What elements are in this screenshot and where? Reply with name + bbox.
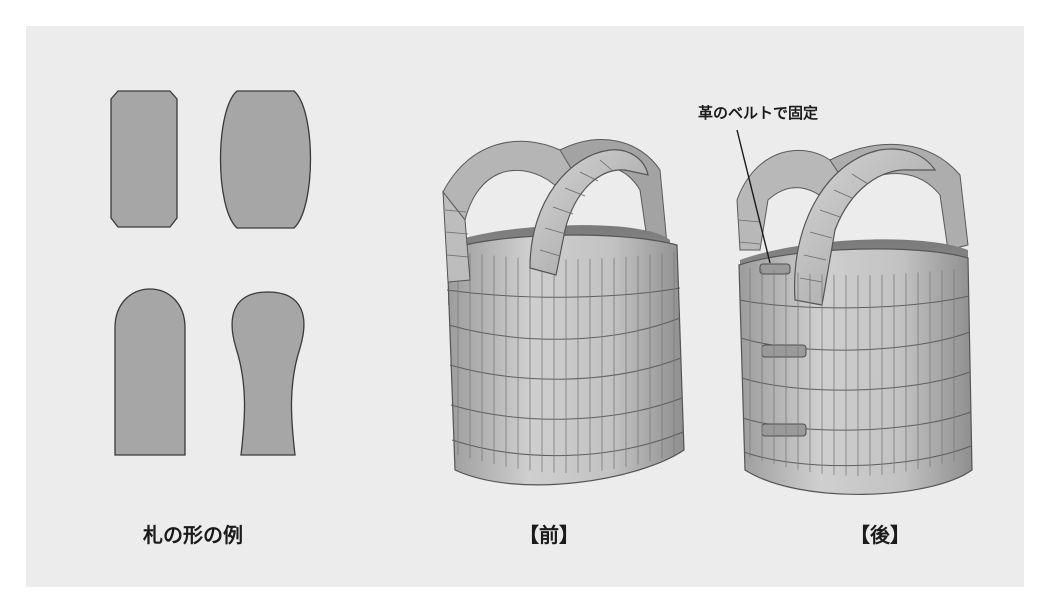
front-view-near-strap bbox=[529, 149, 649, 276]
armor-front-view bbox=[442, 139, 685, 486]
plate-shape-waisted bbox=[231, 291, 305, 456]
back-view-near-strap bbox=[793, 148, 937, 306]
armor-back-view bbox=[736, 129, 973, 495]
belt-callout-label: 革のベルトで固定 bbox=[698, 104, 819, 122]
back-view-caption: 【後】 bbox=[850, 523, 910, 547]
shapes-caption: 札の形の例 bbox=[143, 523, 243, 547]
plate-shape-arched-top bbox=[114, 288, 186, 456]
front-view-body bbox=[446, 234, 685, 486]
back-view-verticals bbox=[749, 268, 955, 476]
front-view-caption: 【前】 bbox=[519, 523, 579, 547]
plate-shape-chamfered-rect bbox=[110, 90, 178, 228]
plate-shape-rounded-barrel bbox=[219, 90, 312, 229]
plate-shape-examples bbox=[110, 90, 312, 456]
belt-callout-pointer bbox=[736, 129, 771, 264]
